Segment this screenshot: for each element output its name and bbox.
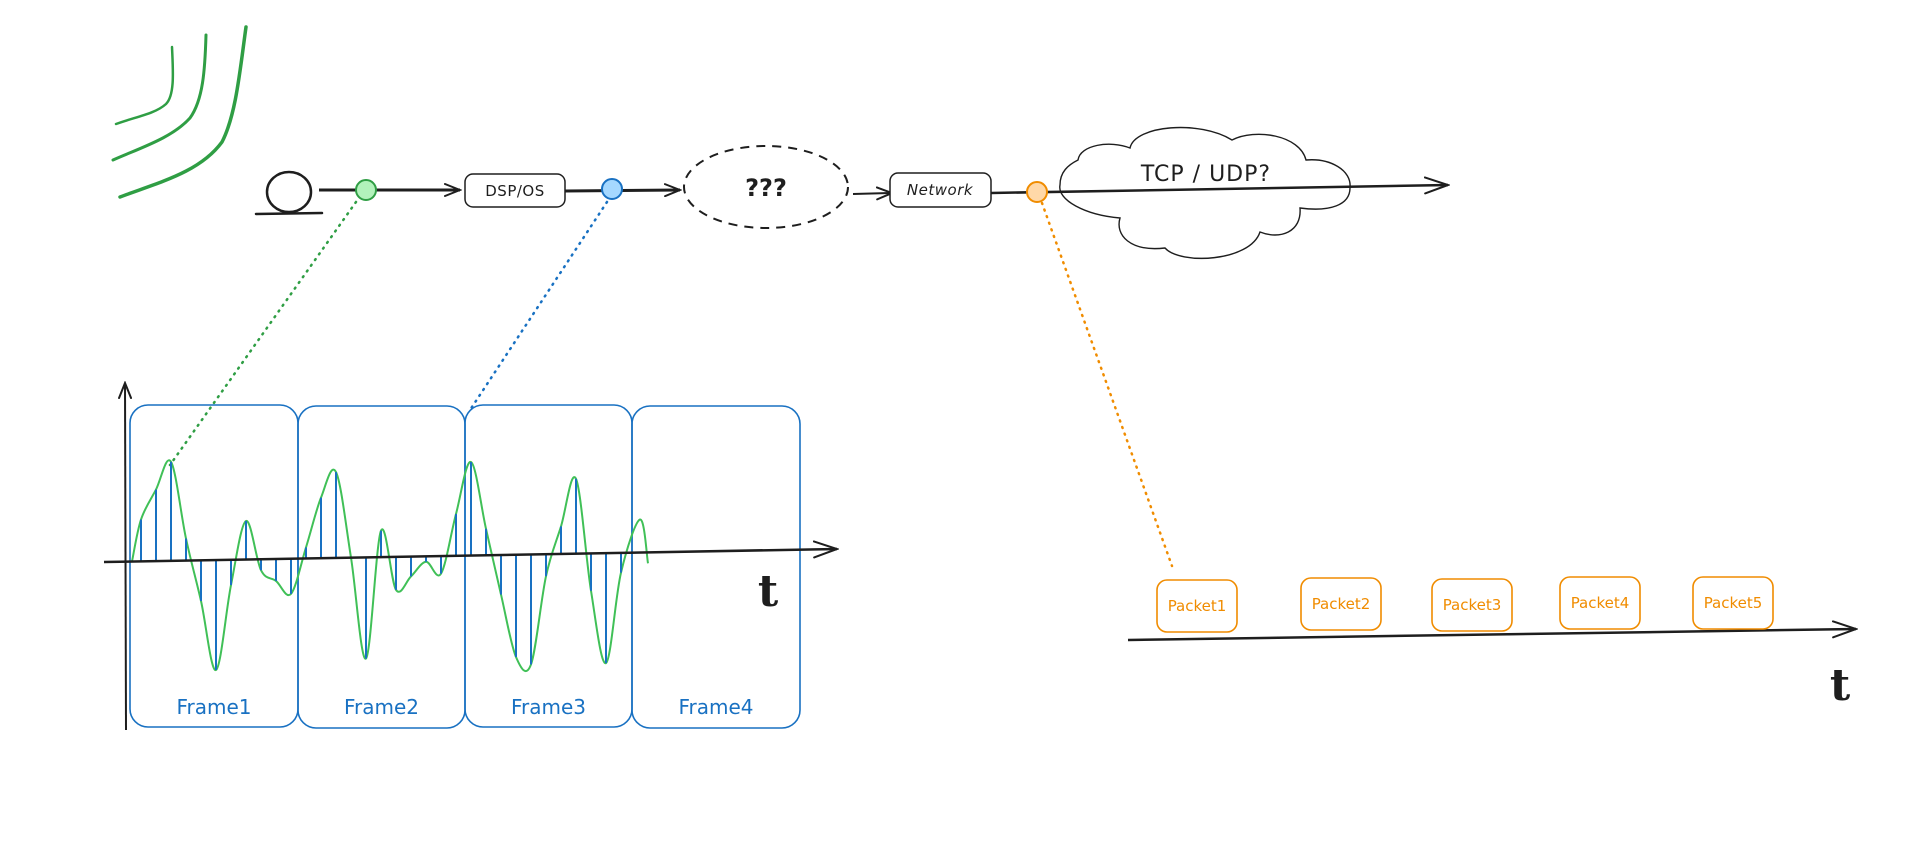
frame-box[interactable]: Frame2 xyxy=(297,405,466,729)
wave-arc-2 xyxy=(111,33,208,162)
packets-time-axis-label: t xyxy=(1830,660,1851,711)
packet-box[interactable]: Packet2 xyxy=(1300,577,1382,631)
packets-tap-connector xyxy=(1040,201,1174,568)
frames-tap-connector xyxy=(468,200,609,412)
frame-label: Frame3 xyxy=(511,695,586,719)
arrow-network-out xyxy=(990,185,1448,193)
network-label: Network xyxy=(907,181,974,199)
analog-waveform xyxy=(131,459,649,673)
frames-time-axis-label: t xyxy=(758,566,779,617)
frames-time-axis xyxy=(103,549,837,564)
network-box[interactable]: Network xyxy=(889,172,992,208)
frame-label: Frame2 xyxy=(344,695,419,719)
raw-audio-tap-dot[interactable] xyxy=(355,179,377,201)
tcp-udp-cloud[interactable]: TCP / UDP? xyxy=(1059,126,1351,260)
unknown-stage-ellipse[interactable]: ??? xyxy=(683,145,849,229)
frame-label: Frame4 xyxy=(678,695,753,719)
unknown-stage-label: ??? xyxy=(745,174,787,202)
frames-tap-dot[interactable] xyxy=(601,178,623,200)
packet-label: Packet2 xyxy=(1312,595,1371,613)
frame-box[interactable]: Frame4 xyxy=(631,405,801,729)
packets-plot: Packet1 Packet2 Packet3 Packet4 Packet5 t xyxy=(1127,576,1856,711)
frames-y-axis xyxy=(125,383,126,731)
packet-box[interactable]: Packet5 xyxy=(1692,576,1774,630)
wave-arc-3 xyxy=(118,25,248,199)
microphone-circle-icon xyxy=(254,170,324,216)
frame-box[interactable]: Frame3 xyxy=(464,404,633,728)
packet-box[interactable]: Packet4 xyxy=(1559,576,1641,630)
packet-label: Packet1 xyxy=(1168,597,1227,615)
frame-box[interactable]: Frame1 xyxy=(129,404,299,728)
packet-box[interactable]: Packet1 xyxy=(1156,579,1238,633)
dsp-os-label: DSP/OS xyxy=(485,182,545,200)
antenna-waves-icon xyxy=(111,25,248,199)
frames-plot: Frame1 Frame2 Frame3 Frame4 t xyxy=(103,383,837,731)
raw-audio-tap-connector xyxy=(168,200,358,467)
packets-time-axis xyxy=(1127,629,1856,642)
packets-tap-dot[interactable] xyxy=(1026,181,1048,203)
packet-label: Packet4 xyxy=(1571,594,1630,612)
tcp-udp-label: TCP / UDP? xyxy=(1140,162,1271,187)
arrow-unknown-to-network xyxy=(852,193,892,194)
frame-label: Frame1 xyxy=(176,695,251,719)
dsp-os-box[interactable]: DSP/OS xyxy=(464,173,566,208)
packet-label: Packet3 xyxy=(1443,596,1502,614)
wave-arc-1 xyxy=(114,45,175,126)
packet-box[interactable]: Packet3 xyxy=(1431,578,1513,632)
packet-label: Packet5 xyxy=(1704,594,1763,612)
